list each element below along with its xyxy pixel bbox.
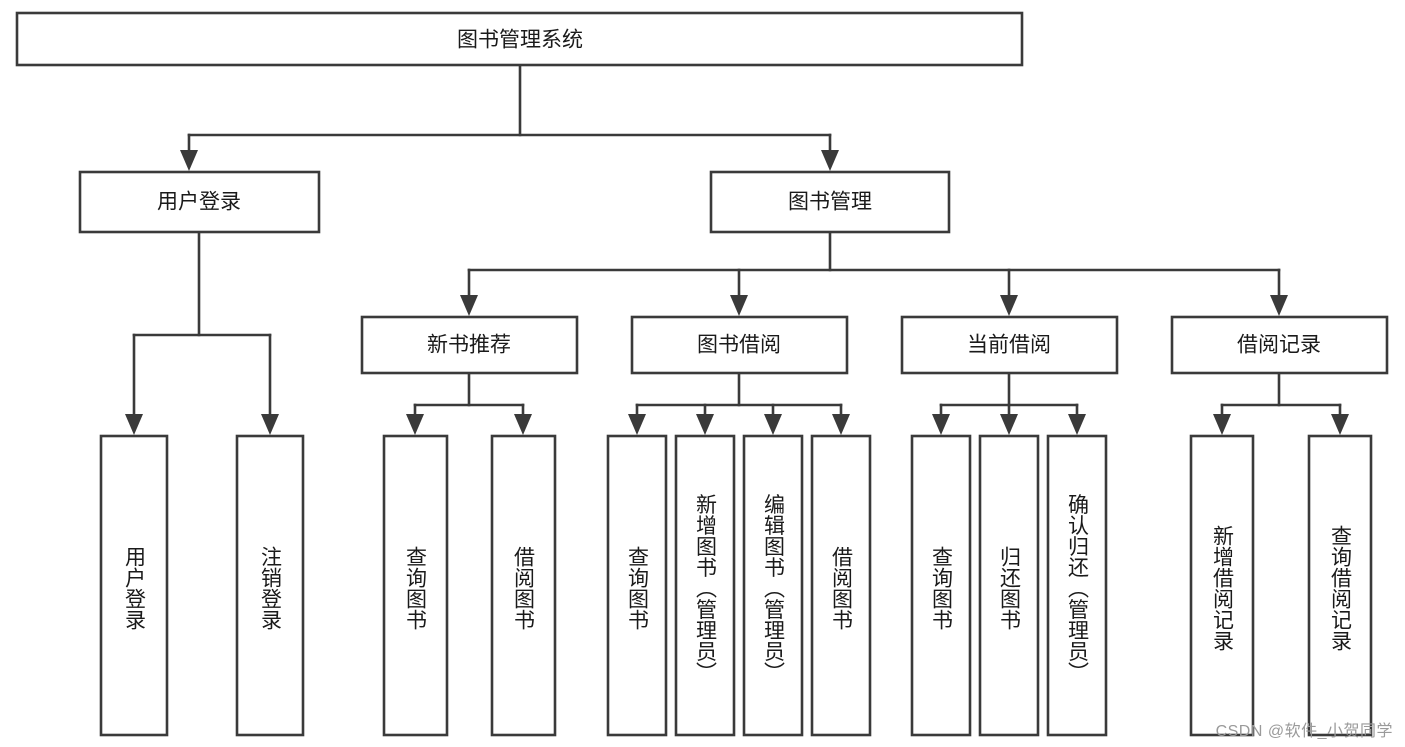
arrow-leaf-query-record-icon bbox=[1331, 414, 1349, 435]
arrow-to-new-book-icon bbox=[460, 295, 478, 316]
node-leaf-user-logout-label: 注销登录 bbox=[259, 546, 283, 630]
arrow-leaf-edit-book-icon bbox=[764, 414, 782, 435]
node-leaf-user-login-box[interactable] bbox=[99, 434, 169, 737]
arrow-leaf-query-book-3-icon bbox=[932, 414, 950, 435]
arrow-to-current-borrow-icon bbox=[1000, 295, 1018, 316]
node-leaf-return-book-box[interactable] bbox=[978, 434, 1040, 737]
node-leaf-confirm-return-label: 确认归还（管理员） bbox=[1066, 494, 1090, 683]
arrow-leaf-query-book-1-icon bbox=[406, 414, 424, 435]
node-borrow-record[interactable]: 借阅记录 bbox=[1170, 315, 1389, 375]
node-leaf-query-book-3-label: 查询图书 bbox=[930, 546, 954, 630]
node-leaf-add-book[interactable]: 新增图书（管理员） bbox=[674, 434, 736, 737]
node-leaf-borrow-book-2-label: 借阅图书 bbox=[830, 546, 854, 630]
arrow-leaf-query-book-2-icon bbox=[628, 414, 646, 435]
node-current-borrow-box[interactable] bbox=[900, 315, 1119, 375]
arrow-leaf-user-logout-icon bbox=[261, 414, 279, 435]
node-leaf-user-logout[interactable]: 注销登录 bbox=[235, 434, 305, 737]
node-leaf-query-book-2-label: 查询图书 bbox=[626, 546, 650, 630]
node-borrow-record-label: 借阅记录 bbox=[1237, 334, 1321, 357]
node-leaf-query-record[interactable]: 查询借阅记录 bbox=[1307, 434, 1373, 737]
arrow-leaf-confirm-return-icon bbox=[1068, 414, 1086, 435]
node-leaf-add-record[interactable]: 新增借阅记录 bbox=[1189, 434, 1255, 737]
arrow-leaf-borrow-book-1-icon bbox=[514, 414, 532, 435]
node-current-borrow[interactable]: 当前借阅 bbox=[900, 315, 1119, 375]
node-book-manage-label: 图书管理 bbox=[788, 191, 872, 214]
node-leaf-return-book-label: 归还图书 bbox=[998, 546, 1022, 630]
node-leaf-borrow-book-1-box[interactable] bbox=[490, 434, 557, 737]
arrow-leaf-user-login-icon bbox=[125, 414, 143, 435]
node-leaf-user-login[interactable]: 用户登录 bbox=[99, 434, 169, 737]
node-leaf-confirm-return[interactable]: 确认归还（管理员） bbox=[1046, 434, 1108, 737]
arrow-leaf-add-book-icon bbox=[696, 414, 714, 435]
arrow-leaf-borrow-book-2-icon bbox=[832, 414, 850, 435]
node-leaf-user-login-label: 用户登录 bbox=[123, 546, 147, 630]
node-leaf-query-book-1-box[interactable] bbox=[382, 434, 449, 737]
node-book-borrow-label: 图书借阅 bbox=[697, 334, 781, 357]
arrow-to-book-manage-icon bbox=[821, 150, 839, 171]
arrow-leaf-return-book-icon bbox=[1000, 414, 1018, 435]
node-user-login-label: 用户登录 bbox=[157, 191, 241, 214]
node-new-book-recommend-label: 新书推荐 bbox=[427, 334, 511, 357]
node-leaf-borrow-book-2[interactable]: 借阅图书 bbox=[810, 434, 872, 737]
node-current-borrow-label: 当前借阅 bbox=[967, 334, 1051, 357]
connector-group bbox=[125, 63, 1349, 435]
node-leaf-query-book-3-box[interactable] bbox=[910, 434, 972, 737]
node-root[interactable]: 图书管理系统 bbox=[15, 11, 1024, 67]
node-book-manage-box[interactable] bbox=[709, 170, 951, 234]
node-leaf-add-record-label: 新增借阅记录 bbox=[1211, 525, 1235, 651]
node-leaf-confirm-return-box[interactable] bbox=[1046, 434, 1108, 737]
arrow-to-user-login-icon bbox=[180, 150, 198, 171]
node-leaf-add-book-box[interactable] bbox=[674, 434, 736, 737]
node-leaf-add-record-box[interactable] bbox=[1189, 434, 1255, 737]
node-user-login[interactable]: 用户登录 bbox=[78, 170, 321, 234]
node-leaf-borrow-book-2-box[interactable] bbox=[810, 434, 872, 737]
node-leaf-edit-book[interactable]: 编辑图书（管理员） bbox=[742, 434, 804, 737]
node-root-label: 图书管理系统 bbox=[457, 29, 583, 52]
node-book-manage[interactable]: 图书管理 bbox=[709, 170, 951, 234]
node-borrow-record-box[interactable] bbox=[1170, 315, 1389, 375]
node-leaf-return-book[interactable]: 归还图书 bbox=[978, 434, 1040, 737]
node-leaf-user-logout-box[interactable] bbox=[235, 434, 305, 737]
arrow-leaf-add-record-icon bbox=[1213, 414, 1231, 435]
node-leaf-edit-book-label: 编辑图书（管理员） bbox=[762, 494, 786, 683]
node-leaf-query-book-3[interactable]: 查询图书 bbox=[910, 434, 972, 737]
node-book-borrow-box[interactable] bbox=[630, 315, 849, 375]
arrow-to-book-borrow-icon bbox=[730, 295, 748, 316]
node-book-borrow[interactable]: 图书借阅 bbox=[630, 315, 849, 375]
node-leaf-borrow-book-1-label: 借阅图书 bbox=[512, 546, 536, 630]
node-leaf-add-book-label: 新增图书（管理员） bbox=[694, 494, 718, 683]
node-user-login-box[interactable] bbox=[78, 170, 321, 234]
node-leaf-query-record-box[interactable] bbox=[1307, 434, 1373, 737]
node-new-book-recommend-box[interactable] bbox=[360, 315, 579, 375]
node-leaf-query-record-label: 查询借阅记录 bbox=[1329, 525, 1353, 651]
node-leaf-query-book-1-label: 查询图书 bbox=[404, 546, 428, 630]
node-leaf-query-book-2-box[interactable] bbox=[606, 434, 668, 737]
node-root-box[interactable] bbox=[15, 11, 1024, 67]
node-leaf-borrow-book-1[interactable]: 借阅图书 bbox=[490, 434, 557, 737]
node-leaf-edit-book-box[interactable] bbox=[742, 434, 804, 737]
node-leaf-query-book-2[interactable]: 查询图书 bbox=[606, 434, 668, 737]
node-leaf-query-book-1[interactable]: 查询图书 bbox=[382, 434, 449, 737]
node-new-book-recommend[interactable]: 新书推荐 bbox=[360, 315, 579, 375]
arrow-to-borrow-record-icon bbox=[1270, 295, 1288, 316]
